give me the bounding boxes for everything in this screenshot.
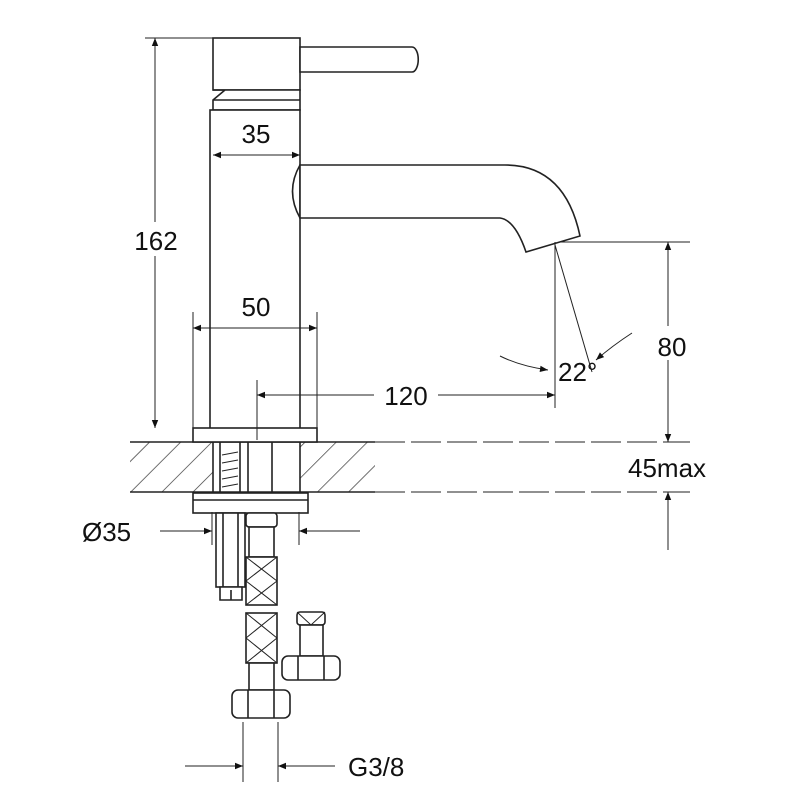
faucet-body	[192, 37, 581, 443]
dimension-height-80: 80	[560, 241, 692, 442]
label-162: 162	[134, 226, 177, 256]
supply-hose	[231, 512, 291, 719]
dimension-handle-35: 35	[213, 119, 300, 159]
dimension-reach-120: 120	[256, 242, 556, 440]
label-120: 120	[384, 381, 427, 411]
mounting-fittings	[192, 492, 309, 601]
label-80: 80	[658, 332, 687, 362]
dimension-hole-35: Ø35	[82, 512, 360, 547]
countertop-section	[130, 441, 690, 493]
label-22-degrees: 22°	[558, 357, 597, 387]
dimension-thread-g3-8: G3/8	[185, 722, 404, 782]
label-50: 50	[242, 292, 271, 322]
supply-hose-fitting-right	[281, 611, 341, 681]
dimension-counter-45max: 45max	[628, 453, 706, 550]
label-g3-8: G3/8	[348, 752, 404, 782]
label-35: 35	[242, 119, 271, 149]
label-diameter-35: Ø35	[82, 517, 131, 547]
dimension-angle-22: 22°	[499, 244, 633, 387]
dimension-base-50: 50	[192, 292, 318, 428]
dimension-height-162: 162	[130, 37, 213, 428]
label-45max: 45max	[628, 453, 706, 483]
